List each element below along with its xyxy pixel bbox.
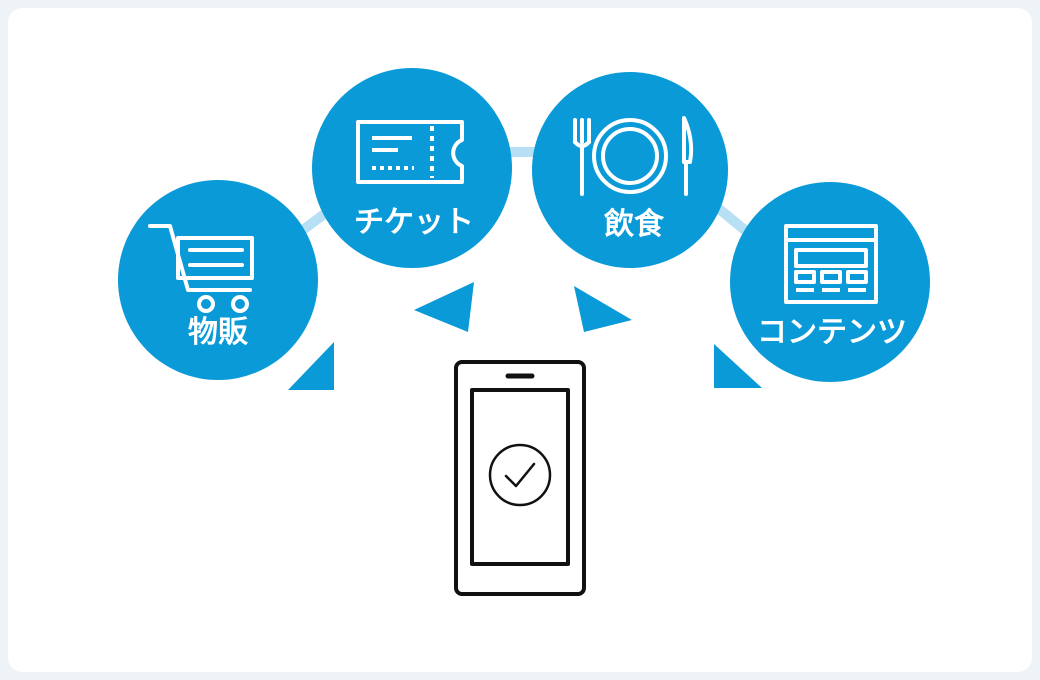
node-label: 物販 <box>188 315 249 350</box>
web-page-icon <box>784 224 878 304</box>
node-label: チケット <box>354 205 474 240</box>
check-circle-icon <box>488 443 552 507</box>
node-label: 飲食 <box>604 207 665 242</box>
node-merchandise: 物販 <box>118 180 318 380</box>
pointer-content <box>714 344 762 388</box>
plate-fork-knife-icon <box>573 116 694 196</box>
pointer-triangles <box>288 282 762 390</box>
pointer-ticket <box>414 282 474 332</box>
shopping-cart-icon <box>148 224 254 313</box>
node-food: 飲食 <box>532 72 728 268</box>
node-label: コンテンツ <box>757 315 907 350</box>
node-ticket: チケット <box>312 68 512 268</box>
ticket-icon <box>356 120 464 184</box>
pointer-food <box>574 286 632 332</box>
node-content: コンテンツ <box>730 182 930 382</box>
smartphone-icon <box>454 360 586 596</box>
pointer-merchandise <box>288 342 334 390</box>
